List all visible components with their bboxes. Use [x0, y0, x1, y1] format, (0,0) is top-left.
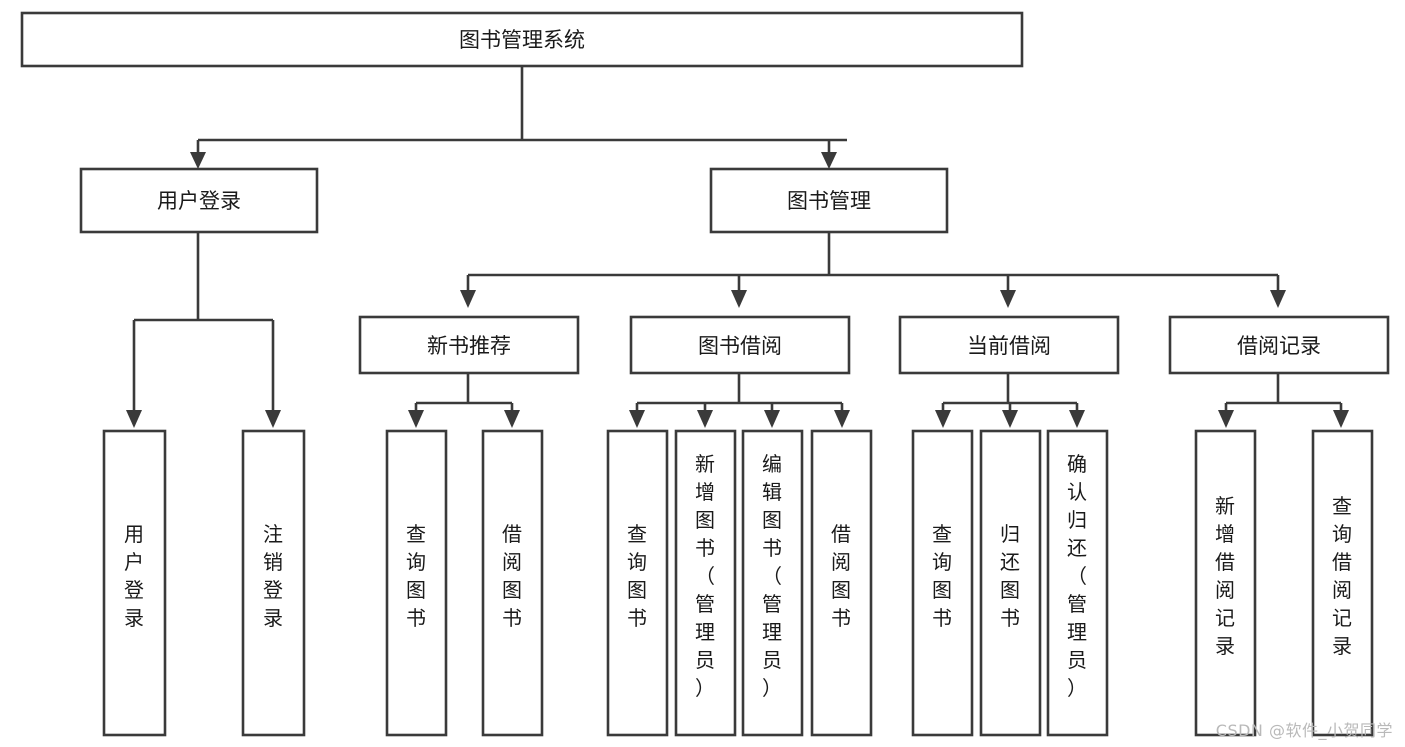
node-book-management-label: 图书管理: [787, 189, 871, 213]
leaf-add-book-admin[interactable]: 新增图书（管理员）: [674, 429, 737, 737]
connector-book-mgmt-children: [460, 232, 1286, 308]
node-user-login[interactable]: 用户登录: [79, 167, 319, 234]
node-user-login-label: 用户登录: [157, 189, 241, 213]
node-current-borrow[interactable]: 当前借阅: [898, 315, 1120, 375]
leaf-edit-book-admin[interactable]: 编辑图书（管理员）: [741, 429, 804, 737]
leaf-user-login-label: 用户登录: [124, 522, 144, 630]
node-new-book-recommend-label: 新书推荐: [427, 334, 511, 358]
leaf-borrow-book-2[interactable]: 借阅图书: [810, 429, 873, 737]
connector-new-book-children: [408, 373, 520, 428]
node-book-borrow[interactable]: 图书借阅: [629, 315, 851, 375]
connector-user-login-children: [126, 232, 281, 428]
leaf-user-login[interactable]: 用户登录: [102, 429, 167, 737]
node-book-borrow-label: 图书借阅: [698, 334, 782, 358]
node-current-borrow-label: 当前借阅: [967, 334, 1051, 358]
leaf-confirm-return-admin-label: 确认归还（管理员）: [1067, 452, 1087, 700]
leaf-add-book-admin-label: 新增图书（管理员）: [695, 452, 715, 700]
connector-borrow-children: [629, 373, 850, 428]
leaf-query-borrow-record-label: 查询借阅记录: [1332, 494, 1352, 658]
leaf-borrow-book-2-label: 借阅图书: [831, 522, 851, 630]
leaf-add-borrow-record[interactable]: 新增借阅记录: [1194, 429, 1257, 737]
leaf-borrow-book-1[interactable]: 借阅图书: [481, 429, 544, 737]
connector-root-to-level2: [190, 66, 847, 169]
leaf-query-book-2[interactable]: 查询图书: [606, 429, 669, 737]
node-root-label: 图书管理系统: [459, 28, 585, 52]
leaf-query-book-1[interactable]: 查询图书: [385, 429, 448, 737]
connector-current-borrow-children: [935, 373, 1085, 428]
leaf-return-book-label: 归还图书: [1000, 522, 1020, 630]
leaf-logout-label: 注销登录: [263, 522, 283, 630]
leaf-query-book-2-label: 查询图书: [627, 522, 647, 630]
leaf-return-book[interactable]: 归还图书: [979, 429, 1042, 737]
leaf-query-book-1-label: 查询图书: [406, 522, 426, 630]
leaf-confirm-return-admin[interactable]: 确认归还（管理员）: [1046, 429, 1109, 737]
leaf-logout[interactable]: 注销登录: [241, 429, 306, 737]
leaf-query-book-3[interactable]: 查询图书: [911, 429, 974, 737]
leaf-edit-book-admin-label: 编辑图书（管理员）: [762, 452, 782, 700]
leaf-query-book-3-label: 查询图书: [932, 522, 952, 630]
node-borrow-record[interactable]: 借阅记录: [1168, 315, 1390, 375]
leaf-query-borrow-record[interactable]: 查询借阅记录: [1311, 429, 1374, 737]
node-book-management[interactable]: 图书管理: [709, 167, 949, 234]
node-root[interactable]: 图书管理系统: [20, 11, 1024, 68]
leaf-borrow-book-1-label: 借阅图书: [502, 522, 522, 630]
node-new-book-recommend[interactable]: 新书推荐: [358, 315, 580, 375]
leaf-add-borrow-record-label: 新增借阅记录: [1215, 494, 1235, 658]
connector-borrow-record-children: [1218, 373, 1349, 428]
node-borrow-record-label: 借阅记录: [1237, 334, 1321, 358]
